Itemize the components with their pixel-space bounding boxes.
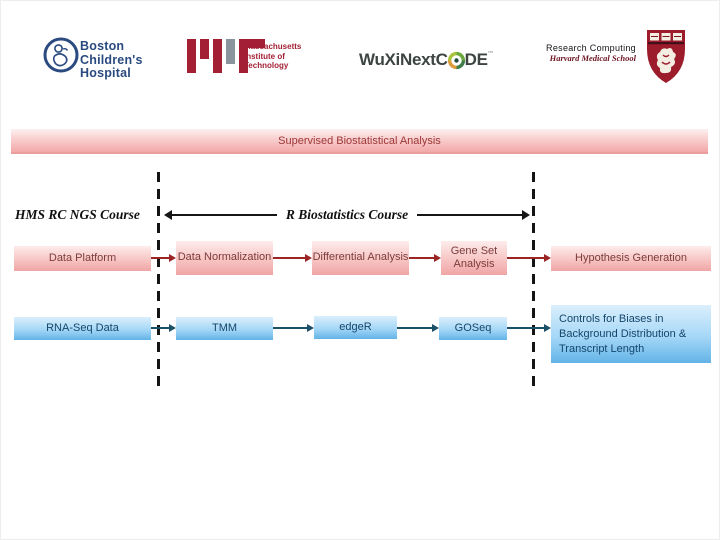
- wuxi-nextcode-logo: WuXiNextC DE ™: [359, 50, 494, 70]
- center-course-label: R Biostatistics Course: [285, 207, 409, 222]
- arrow-icon: [151, 324, 176, 332]
- arrow-icon: [273, 324, 314, 332]
- arrow-line: [417, 214, 522, 216]
- mit-line: Technology: [244, 61, 289, 70]
- mit-line: Massachusetts: [244, 42, 302, 51]
- mit-logo-icon: [187, 39, 265, 73]
- left-dashed-divider: [157, 172, 160, 392]
- harvard-medical-school-subtitle: Harvard Medical School: [549, 53, 636, 63]
- wuxi-text-right: DE: [464, 50, 488, 69]
- arrow-left-icon: [164, 210, 172, 220]
- arrow-icon: [507, 254, 551, 262]
- flow-node-data-normalization: Data Normalization: [176, 241, 273, 275]
- wuxi-text-left: WuXiNextC: [359, 50, 448, 69]
- banner-title: Supervised Biostatistical Analysis: [278, 134, 441, 147]
- bch-line: Children's: [80, 52, 143, 67]
- flow-node-tmm: TMM: [176, 317, 273, 340]
- left-course-label: HMS RC NGS Course: [15, 207, 140, 222]
- mit-logo-text: Massachusetts Institute of Technology: [244, 42, 301, 71]
- right-dashed-divider: [532, 172, 535, 392]
- flow-node-rna-seq-data: RNA-Seq Data: [14, 317, 151, 340]
- arrow-icon: [397, 324, 439, 332]
- arrow-icon: [273, 254, 312, 262]
- arrow-icon: [151, 254, 176, 262]
- flow-node-goseq: GOSeq: [439, 317, 507, 340]
- bch-seal-icon: [43, 37, 79, 73]
- flow-node-gene-set-analysis: Gene Set Analysis: [441, 241, 507, 275]
- harvard-crest-icon: [647, 30, 685, 83]
- bch-logo: Boston Children's Hospital: [80, 39, 143, 81]
- mit-line: Institute of: [244, 51, 285, 61]
- flow-node-goseq-controls: Controls for Biases in Background Distri…: [551, 305, 711, 363]
- flow-node-data-platform: Data Platform: [14, 246, 151, 271]
- research-computing-block: Research Computing Harvard Medical Schoo…: [546, 43, 636, 63]
- arrow-line: [172, 214, 277, 216]
- arrow-right-icon: [522, 210, 530, 220]
- banner: Supervised Biostatistical Analysis: [11, 129, 708, 154]
- flow-node-edger: edgeR: [314, 316, 397, 339]
- wuxi-trademark: ™: [487, 51, 494, 57]
- arrow-icon: [409, 254, 441, 262]
- wuxi-ring-icon: [447, 51, 465, 69]
- flow-node-differential-analysis: Differential Analysis: [312, 241, 409, 275]
- arrow-icon: [507, 324, 551, 332]
- center-course-span-arrow: R Biostatistics Course: [164, 205, 530, 225]
- bch-line: Hospital: [80, 66, 131, 80]
- flow-node-hypothesis-generation: Hypothesis Generation: [551, 246, 711, 271]
- research-computing-title: Research Computing: [546, 43, 636, 53]
- bch-line: Boston: [80, 39, 125, 53]
